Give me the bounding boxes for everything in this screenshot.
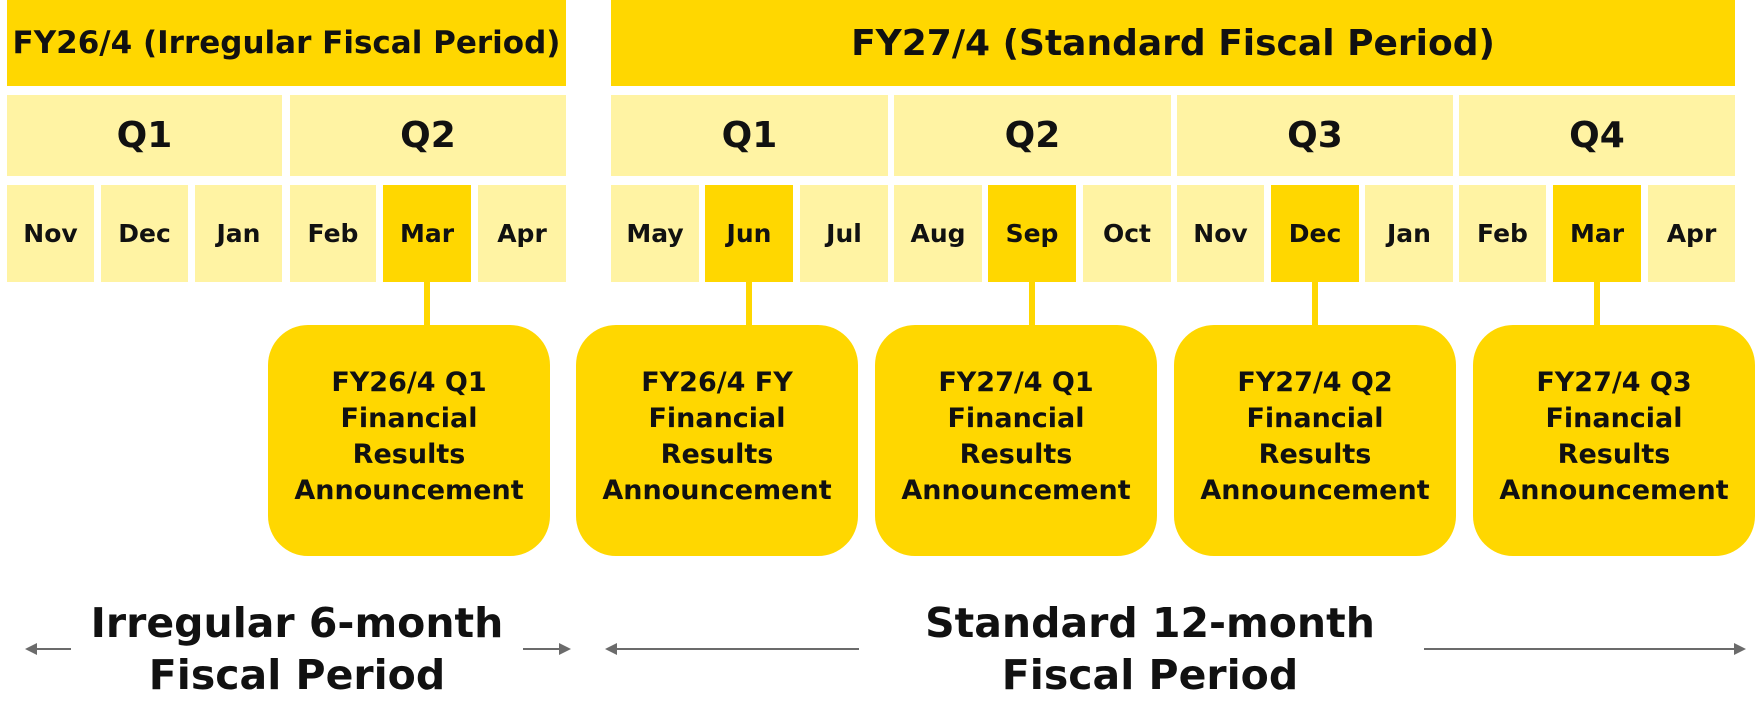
fy26-month-nov: Nov	[7, 185, 94, 282]
irregular-period-label: Irregular 6-month Fiscal Period	[80, 597, 514, 701]
announcement-line: Announcement	[1200, 474, 1430, 506]
announcement-line: Financial	[648, 402, 786, 434]
fy26-month-dec: Dec	[101, 185, 188, 282]
announcement-line: Announcement	[901, 474, 1131, 506]
connector-fy27-mar	[1594, 282, 1600, 325]
announcement-title: FY27/4 Q1	[938, 366, 1094, 398]
period-label-line: Fiscal Period	[1001, 651, 1299, 699]
announcement-fy27-q1: FY27/4 Q1 Financial Results Announcement	[875, 325, 1157, 556]
arrow-right-standard	[1424, 643, 1746, 655]
fy27-quarter-q3: Q3	[1177, 95, 1453, 176]
announcement-title: FY27/4 Q2	[1237, 366, 1393, 398]
fy27-month-mar: Mar	[1553, 185, 1641, 282]
announcement-line: Financial	[947, 402, 1085, 434]
connector-fy26-mar	[424, 282, 430, 325]
arrow-left-irregular	[25, 643, 71, 655]
announcement-line: Financial	[1246, 402, 1384, 434]
period-label-line: Fiscal Period	[148, 651, 446, 699]
fy27-month-jul: Jul	[800, 185, 888, 282]
announcement-line: Results	[660, 438, 774, 470]
fy27-month-oct: Oct	[1083, 185, 1171, 282]
fy26-quarter-q1: Q1	[7, 95, 282, 176]
fy26-header: FY26/4 (Irregular Fiscal Period)	[7, 0, 566, 86]
announcement-fy27-q2: FY27/4 Q2 Financial Results Announcement	[1174, 325, 1456, 556]
announcement-line: Results	[1258, 438, 1372, 470]
announcement-title: FY26/4 Q1	[331, 366, 487, 398]
announcement-line: Announcement	[1499, 474, 1729, 506]
fy27-month-sep: Sep	[988, 185, 1076, 282]
announcement-line: Financial	[1545, 402, 1683, 434]
announcement-fy26-fy: FY26/4 FY Financial Results Announcement	[576, 325, 858, 556]
announcement-line: Announcement	[294, 474, 524, 506]
fy27-month-aug: Aug	[894, 185, 982, 282]
period-label-line: Irregular 6-month	[90, 599, 504, 647]
announcement-title: FY26/4 FY	[641, 366, 793, 398]
fy27-month-may: May	[611, 185, 699, 282]
announcement-title: FY27/4 Q3	[1536, 366, 1692, 398]
fy26-month-apr: Apr	[478, 185, 566, 282]
fy27-month-jun: Jun	[705, 185, 793, 282]
connector-fy27-jun	[746, 282, 752, 325]
fy27-quarter-q4: Q4	[1459, 95, 1735, 176]
announcement-line: Financial	[340, 402, 478, 434]
fy27-month-apr: Apr	[1648, 185, 1735, 282]
period-label-line: Standard 12-month	[925, 599, 1375, 647]
announcement-line: Results	[352, 438, 466, 470]
arrow-left-standard	[605, 643, 859, 655]
announcement-line: Results	[1557, 438, 1671, 470]
fy27-month-jan: Jan	[1365, 185, 1453, 282]
announcement-line: Results	[959, 438, 1073, 470]
arrow-right-irregular	[523, 643, 571, 655]
fy27-month-dec: Dec	[1271, 185, 1359, 282]
connector-fy27-sep	[1029, 282, 1035, 325]
announcement-fy27-q3: FY27/4 Q3 Financial Results Announcement	[1473, 325, 1755, 556]
announcement-fy26-q1: FY26/4 Q1 Financial Results Announcement	[268, 325, 550, 556]
connector-fy27-dec	[1312, 282, 1318, 325]
announcement-line: Announcement	[602, 474, 832, 506]
fy27-header: FY27/4 (Standard Fiscal Period)	[611, 0, 1735, 86]
fy27-quarter-q2: Q2	[894, 95, 1171, 176]
fy26-month-feb: Feb	[290, 185, 376, 282]
fy26-month-mar: Mar	[383, 185, 471, 282]
fy26-quarter-q2: Q2	[290, 95, 566, 176]
fy27-month-nov: Nov	[1177, 185, 1264, 282]
fy27-quarter-q1: Q1	[611, 95, 888, 176]
standard-period-label: Standard 12-month Fiscal Period	[880, 597, 1420, 701]
fy27-month-feb: Feb	[1459, 185, 1546, 282]
fy26-month-jan: Jan	[195, 185, 282, 282]
